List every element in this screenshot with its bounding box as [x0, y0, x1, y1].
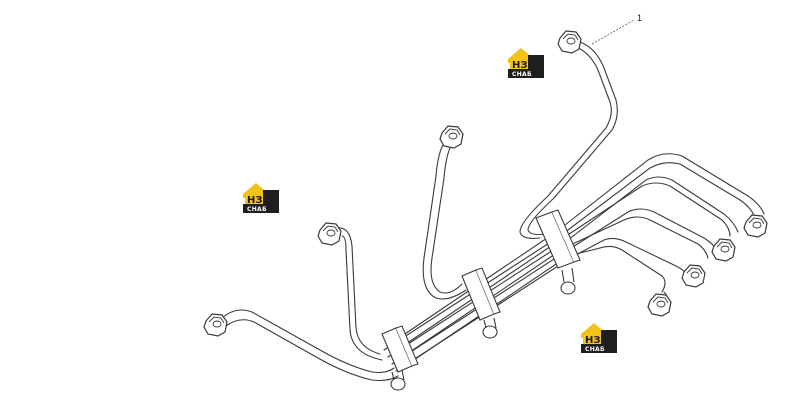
clamp-3 [381, 325, 419, 391]
clamp-2 [461, 267, 501, 339]
pipe-4 [221, 309, 399, 382]
pipe-bundle [383, 153, 765, 372]
pipe-1 [519, 41, 618, 239]
nut-3 [317, 222, 342, 246]
watermark-logo-3: НЗ СНАБ [581, 323, 617, 353]
pipe-3 [335, 227, 383, 361]
svg-text:НЗ: НЗ [585, 335, 600, 346]
svg-text:НЗ: НЗ [247, 195, 262, 206]
watermark-logo-2: НЗ СНАБ [243, 183, 279, 213]
svg-text:СНАБ: СНАБ [512, 71, 532, 78]
nut-7 [681, 264, 706, 288]
nut-2 [439, 125, 464, 149]
pipe-2 [422, 139, 467, 300]
nut-6 [711, 238, 736, 262]
svg-text:НЗ: НЗ [512, 60, 527, 71]
nut-8 [647, 293, 672, 317]
nut-4 [203, 313, 228, 337]
callout-leader-1 [591, 19, 635, 45]
callout-label-1: 1 [637, 13, 642, 23]
svg-text:СНАБ: СНАБ [585, 346, 605, 353]
watermark-logo-1: НЗ СНАБ [508, 48, 544, 78]
svg-text:СНАБ: СНАБ [247, 206, 267, 213]
pipe-assembly [221, 41, 765, 382]
nut-5 [743, 214, 768, 238]
clamp-1 [535, 209, 581, 295]
nut-1 [557, 30, 582, 54]
